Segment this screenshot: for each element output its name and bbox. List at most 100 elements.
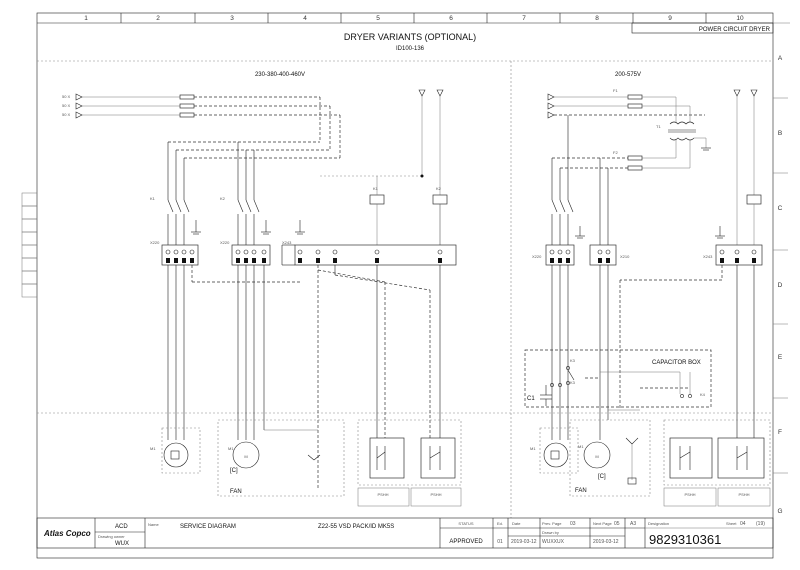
row-label: E: [778, 354, 783, 361]
fan-label: FAN: [575, 488, 587, 494]
sheets-total: (19): [756, 521, 765, 527]
owner-value: WUX: [115, 541, 129, 547]
fan-motor: [232, 441, 260, 469]
motor-label: M1: [578, 444, 584, 449]
fuse-label: F1: [613, 88, 618, 93]
motor-label: M1: [150, 446, 156, 451]
column-label: 10: [736, 15, 744, 22]
strip-label: X210: [620, 254, 630, 259]
contactor-label: K1: [150, 196, 156, 201]
relay-label: K3: [570, 380, 576, 385]
row-header: A B C D E F G: [773, 22, 790, 515]
compressor-motor-left: M1: [150, 427, 201, 474]
row-label: C: [778, 205, 783, 212]
ed-value: 01: [497, 539, 503, 545]
terminal-strip-right: X220 X210 X243: [532, 244, 763, 266]
left-control-feed: [320, 89, 444, 260]
contactor-label: K2: [220, 196, 226, 201]
contactor-switches-right: [551, 115, 725, 245]
row-label: D: [778, 282, 783, 289]
sheet-value: 04: [740, 521, 746, 527]
strip-label: X243: [282, 240, 292, 245]
page-subtitle: ID100-136: [396, 46, 425, 52]
phase-label: 50 X: [62, 94, 71, 99]
product-name: Z22-55 VSD PACK/ID MK5S: [318, 524, 394, 530]
coil-label: K1: [373, 186, 379, 191]
pressure-switches-left: PSHH PSHH: [357, 419, 462, 507]
strip-label: X220: [220, 240, 230, 245]
row-label: B: [778, 130, 782, 137]
coil-k1: [369, 194, 385, 205]
page-title: DRYER VARIANTS (OPTIONAL): [344, 32, 476, 42]
fuse-label: F2: [613, 150, 618, 155]
strip-label: X220: [150, 240, 160, 245]
sheet-frame: [36, 12, 774, 559]
next-value: 05: [614, 521, 620, 527]
size-value: A3: [630, 521, 636, 527]
switch-label: PSHH: [684, 492, 695, 497]
dept-value: ACD: [115, 524, 128, 530]
drawing-number: 9829310361: [649, 532, 721, 547]
contactor-switches-left: K1 K2: [150, 142, 305, 245]
transformer: T1 F2: [552, 121, 711, 171]
relay-label: K4: [700, 392, 706, 397]
prev-value: 03: [570, 521, 576, 527]
drawn-value: WUXXUX: [542, 539, 565, 545]
fan-box-right: M M1 [C] FAN: [569, 419, 651, 497]
switch-label: PSHH: [738, 492, 749, 497]
capacitor-label: C1: [527, 396, 535, 402]
date2-value: 2019-03-12: [593, 539, 619, 545]
sheet-tag: POWER CIRCUIT DRYER: [699, 27, 771, 33]
motor-label: M1: [228, 446, 234, 451]
left-supply: 50 X 50 X 50 X: [62, 93, 341, 159]
column-label: 7: [522, 15, 526, 22]
fan-motor: [583, 441, 611, 469]
strip-label: X243: [703, 254, 713, 259]
coil-label: K2: [436, 186, 442, 191]
status-value: APPROVED: [449, 539, 483, 545]
pressure-switches-right: PSHH PSHH: [663, 419, 771, 507]
transformer-label: T1: [656, 124, 661, 129]
column-label: 1: [84, 15, 88, 22]
strip-label: X220: [532, 254, 542, 259]
capacitor-box: CAPACITOR BOX K3 K3 K4 C1: [524, 349, 712, 408]
date-value: 2019-03-12: [511, 539, 537, 545]
row-label: G: [777, 508, 782, 515]
column-label: 6: [449, 15, 453, 22]
row-label: A: [778, 55, 783, 62]
fan-box-left: M M1 [C] FAN: [217, 419, 345, 497]
next-label: Next Page: [593, 521, 612, 526]
right-supply: F1: [547, 88, 705, 122]
svg-text:M: M: [595, 454, 598, 459]
terminal-block: [231, 244, 271, 266]
sheet-label: Sheet: [726, 521, 737, 526]
coil-k2: [432, 194, 448, 205]
relay-label: K3: [570, 358, 576, 363]
row-label: F: [778, 429, 782, 436]
title-block: Atlas Copco ACD Drawing owner WUX Name S…: [36, 517, 774, 549]
name-label: Name: [148, 522, 159, 527]
owner-label: Drawing owner: [98, 534, 125, 539]
right-control-feed: [733, 89, 762, 260]
designation-label: Designation: [648, 521, 669, 526]
phase-label: 50 X: [62, 103, 71, 108]
column-label: 9: [668, 15, 672, 22]
drawn-label: Drawn by: [542, 530, 559, 535]
date-label: Date: [512, 521, 521, 526]
column-label: 8: [595, 15, 599, 22]
down-wires-right: [551, 265, 755, 440]
switch-label: PSHH: [377, 492, 388, 497]
fan-tag: [C]: [230, 468, 238, 474]
column-label: 5: [376, 15, 380, 22]
column-label: 2: [156, 15, 160, 22]
right-voltage: 200-575V: [615, 72, 641, 78]
left-voltage: 230-380-400-460V: [255, 72, 305, 78]
column-header: 1 2 3 4 5 6 7 8 9 10: [84, 13, 744, 23]
motor-label: M1: [530, 446, 536, 451]
brand-logo: Atlas Copco: [43, 529, 91, 538]
prev-label: Prev. Page: [542, 521, 562, 526]
down-wires-left: [167, 265, 441, 488]
left-margin-boxes: [21, 192, 38, 298]
svg-text:M: M: [244, 454, 247, 459]
